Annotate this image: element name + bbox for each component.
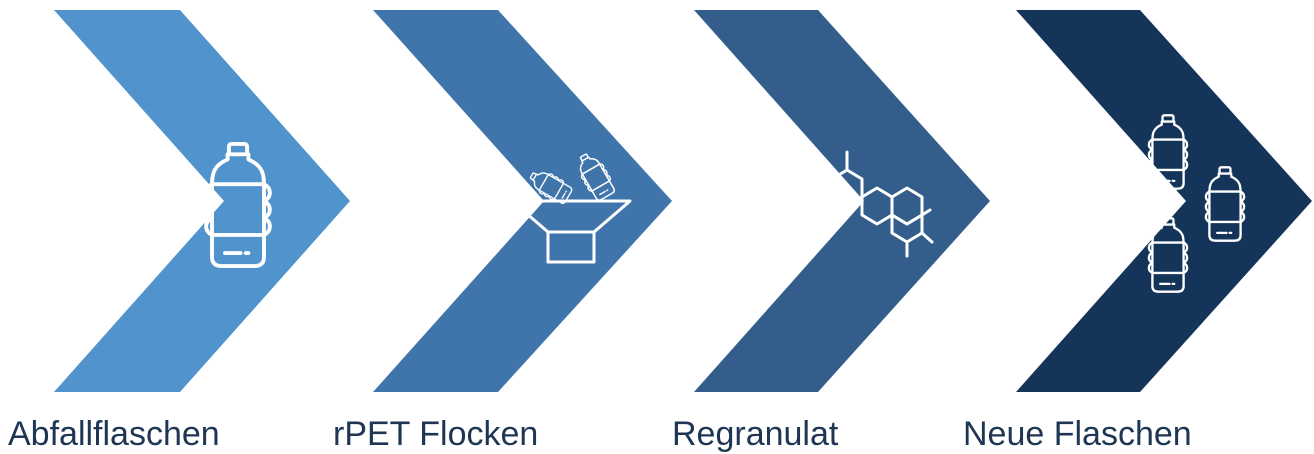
- chevron-neue-flaschen: [1016, 10, 1312, 392]
- chevron-regranulat: [694, 10, 990, 392]
- chevron-abfallflaschen: [54, 10, 350, 392]
- step-label-rpet-flocken: rPET Flocken: [333, 415, 539, 453]
- step-label-neue-flaschen: Neue Flaschen: [963, 415, 1192, 453]
- step-label-abfallflaschen: Abfallflaschen: [8, 415, 220, 453]
- step-label-regranulat: Regranulat: [672, 415, 839, 453]
- funnel-bottles-icon: [510, 148, 632, 264]
- molecule-icon: [818, 150, 934, 258]
